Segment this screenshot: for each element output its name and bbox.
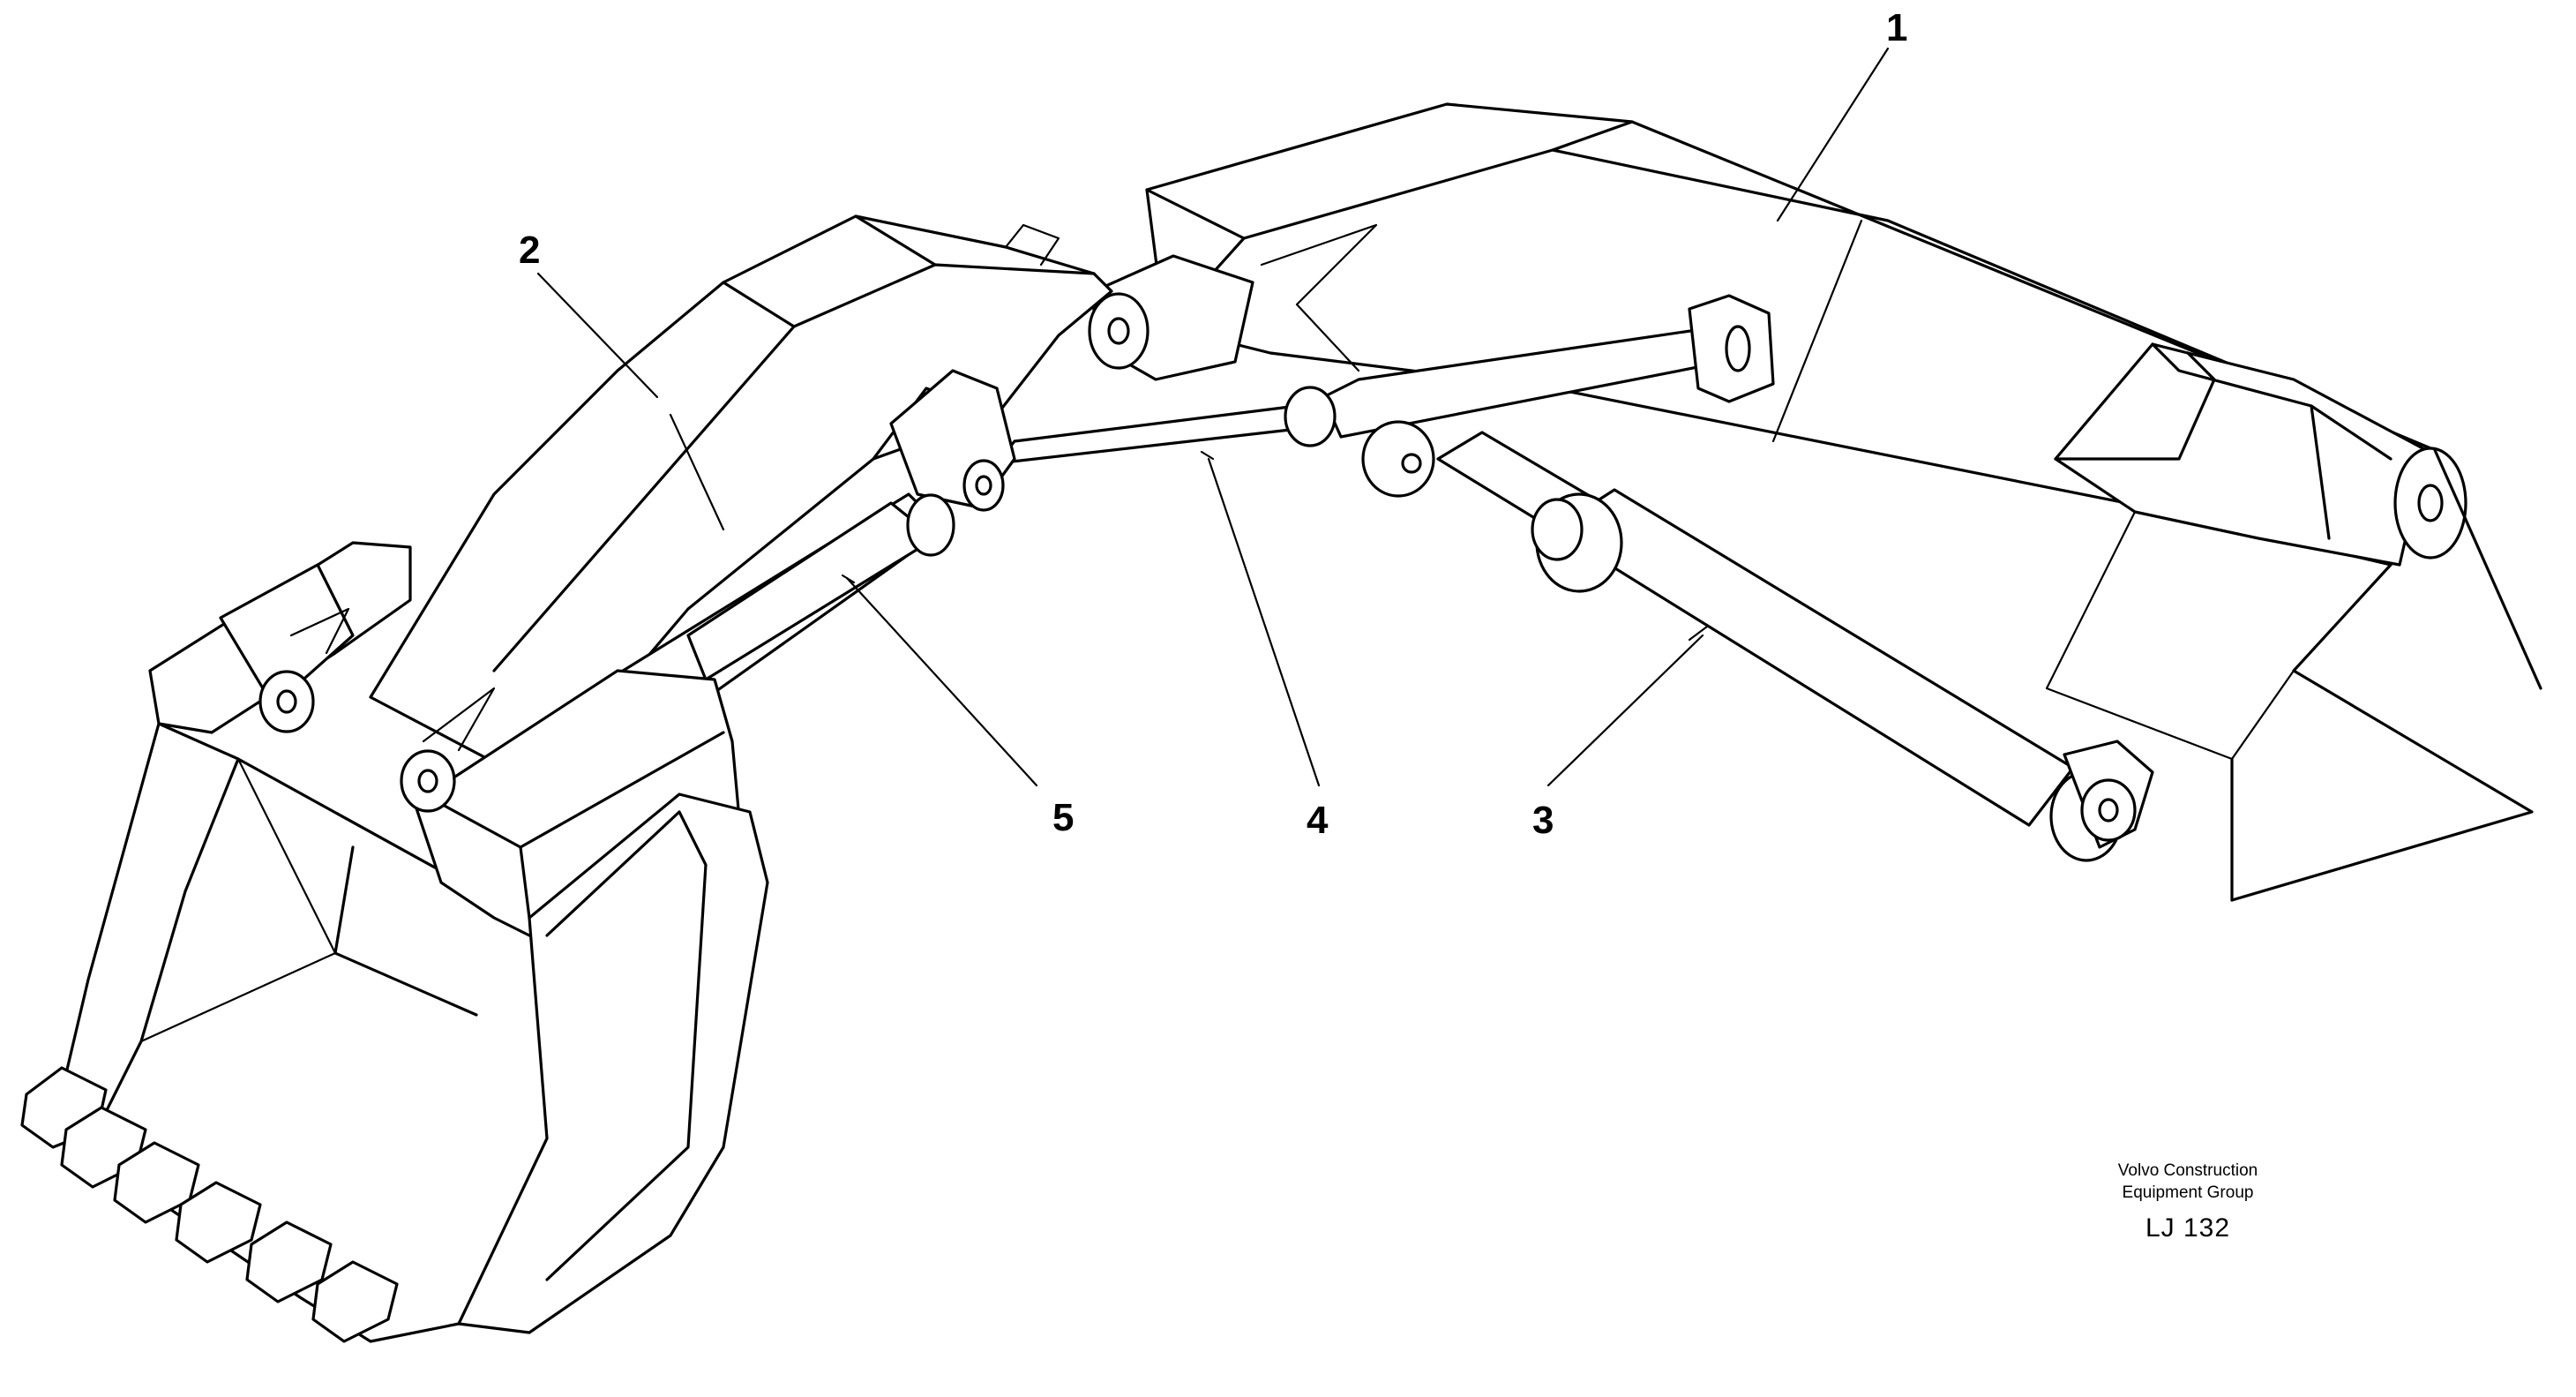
tilt-cylinder-part bbox=[607, 492, 955, 725]
leader-line-4 bbox=[1207, 457, 1321, 787]
company-caption: Volvo Construction Equipment Group bbox=[2056, 1160, 2320, 1204]
bucket-part bbox=[20, 541, 769, 1343]
drawing-code: LJ 132 bbox=[2145, 1213, 2231, 1243]
callout-2: 2 bbox=[519, 229, 541, 272]
company-line-1: Volvo Construction bbox=[2117, 1161, 2258, 1180]
leader-line-1 bbox=[1776, 47, 1890, 222]
callout-4: 4 bbox=[1307, 799, 1329, 842]
company-line-2: Equipment Group bbox=[2122, 1183, 2254, 1202]
front-arm-part bbox=[369, 214, 1113, 787]
leader-line-3 bbox=[1546, 634, 1704, 787]
callout-5: 5 bbox=[1052, 796, 1075, 839]
boom-arm-part bbox=[1088, 102, 2542, 902]
leader-lines bbox=[536, 47, 1890, 787]
leader-line-2 bbox=[536, 272, 659, 399]
cylinder-part bbox=[1436, 431, 2154, 862]
callout-1: 1 bbox=[1886, 6, 1908, 49]
bucket-teeth bbox=[20, 1066, 399, 1343]
callout-3: 3 bbox=[1532, 799, 1554, 842]
leader-line-5 bbox=[845, 576, 1038, 787]
